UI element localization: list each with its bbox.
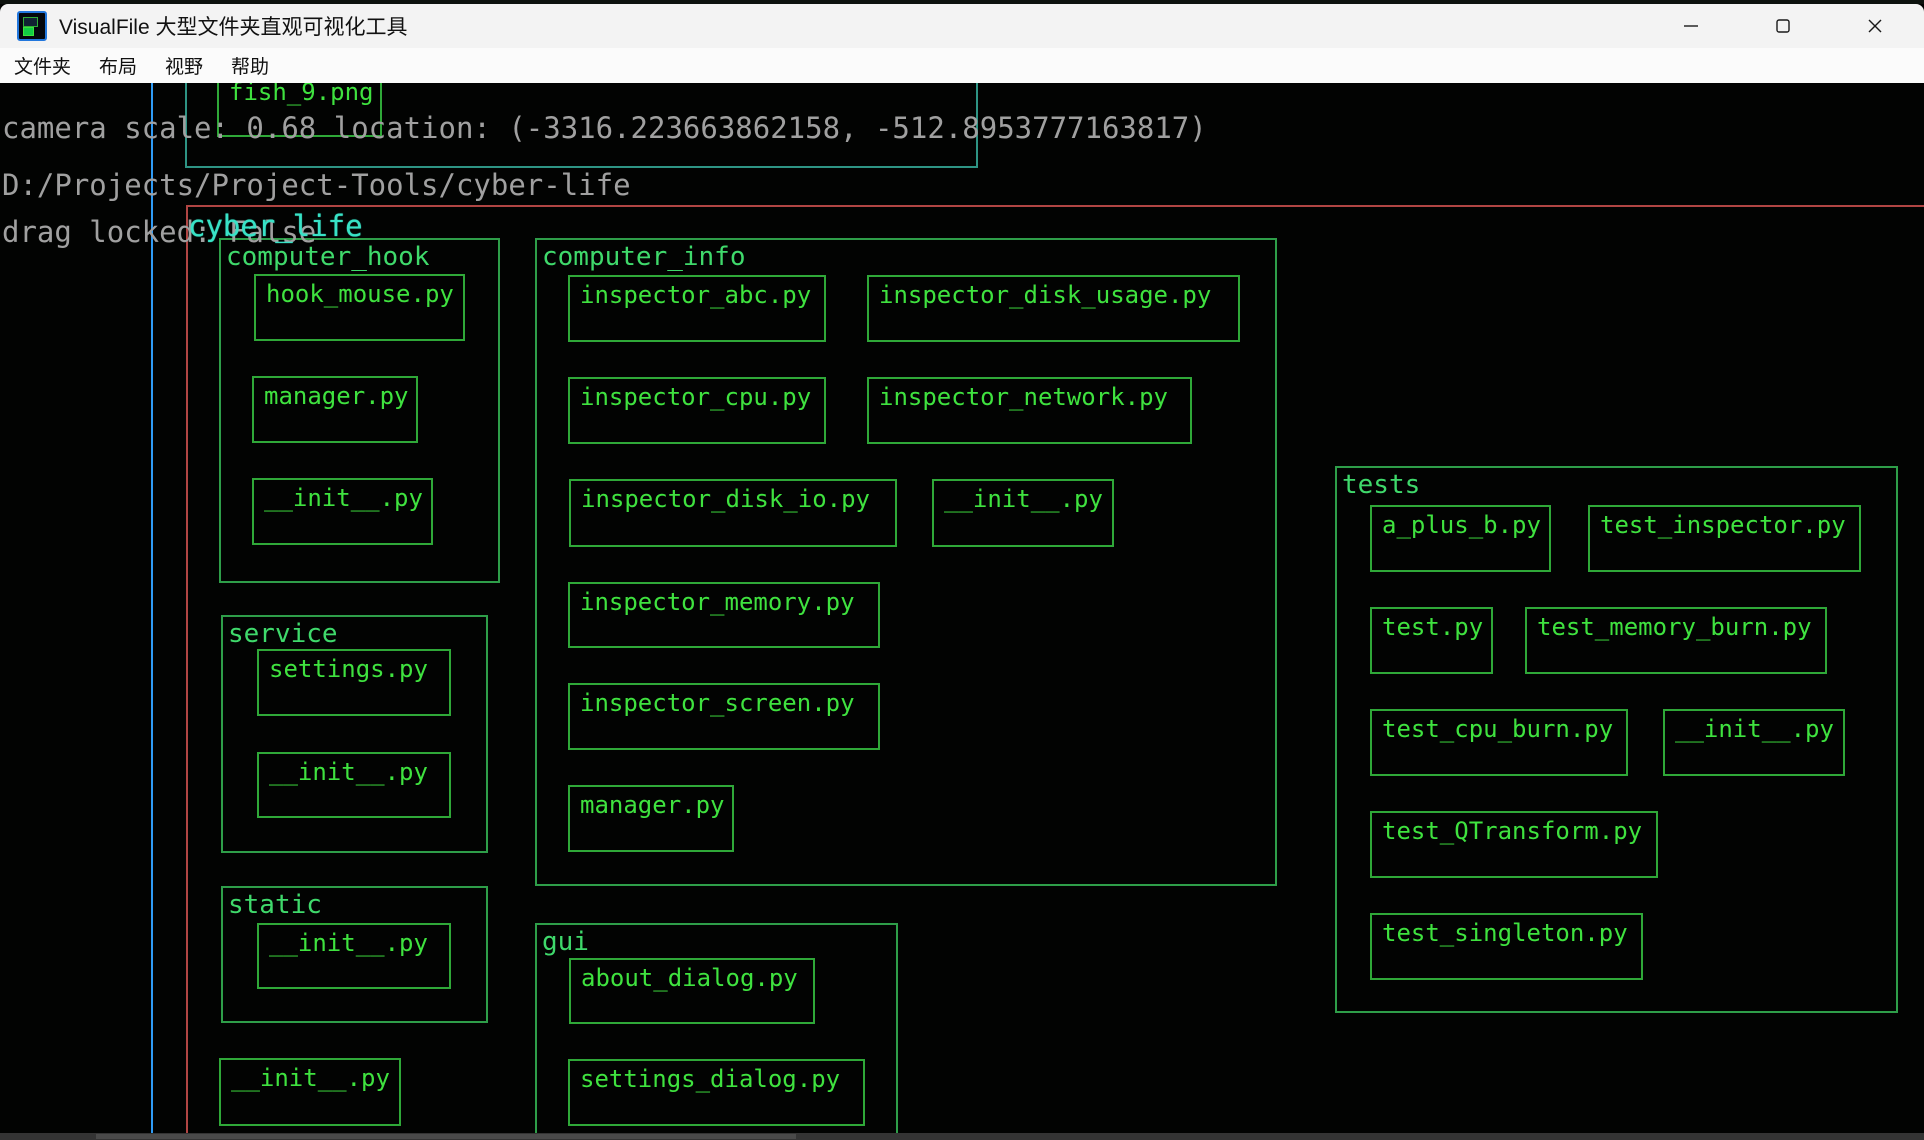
file-box[interactable]: __init__.py [252,478,433,545]
file-name: settings.py [269,655,428,683]
file-name: __init__.py [264,484,423,512]
folder-name: computer_info [542,242,746,272]
app-icon [17,11,47,41]
title-bar[interactable]: VisualFile 大型文件夹直观可视化工具 [0,4,1924,48]
file-name: inspector_screen.py [580,689,855,717]
folder-name: tests [1342,470,1421,500]
close-button[interactable] [1844,4,1906,48]
file-box[interactable]: a_plus_b.py [1370,505,1551,572]
hud-current-path: D:/Projects/Project-Tools/cyber-life [2,168,631,202]
file-box[interactable]: test_QTransform.py [1370,811,1658,878]
root-folder-name: cyber_life [188,209,363,243]
folder-name: static [228,890,322,920]
file-name: inspector_memory.py [580,588,855,616]
folder-box-gui[interactable]: gui [535,923,898,1133]
file-box[interactable]: inspector_screen.py [568,683,880,750]
folder-name: gui [542,927,589,957]
file-name: manager.py [264,382,409,410]
file-name: test_inspector.py [1600,511,1846,539]
file-name: inspector_disk_usage.py [879,281,1212,309]
file-box[interactable]: test.py [1370,607,1493,674]
folder-name: computer_hook [226,242,430,272]
minimize-icon [1684,25,1698,27]
file-name: test.py [1382,613,1484,641]
root-folder-box[interactable] [186,205,1924,1133]
file-box[interactable]: inspector_disk_io.py [569,479,897,547]
hud-camera-info: camera scale: 0.68 location: (-3316.2236… [2,111,1207,145]
menu-item-folder[interactable]: 文件夹 [14,57,72,78]
file-name: test_cpu_burn.py [1382,715,1614,743]
file-name: hook_mouse.py [266,280,454,308]
file-box[interactable]: __init__.py [257,752,451,818]
file-box[interactable]: settings.py [257,649,451,716]
folder-box-computer_hook[interactable]: computer_hook [219,238,500,583]
file-name: inspector_disk_io.py [581,485,870,513]
file-box[interactable]: test_singleton.py [1370,913,1643,980]
file-name: fish_9.png [229,83,374,106]
window-title: VisualFile 大型文件夹直观可视化工具 [59,16,408,39]
file-name: __init__.py [944,485,1103,513]
file-name: a_plus_b.py [1382,511,1541,539]
file-name: inspector_cpu.py [580,383,812,411]
minimize-button[interactable] [1660,4,1722,48]
file-name: inspector_abc.py [580,281,812,309]
file-box[interactable]: manager.py [568,785,734,852]
file-name: about_dialog.py [581,964,798,992]
file-box[interactable]: about_dialog.py [569,958,815,1024]
origin-guide-line [151,83,153,1133]
maximize-button[interactable] [1752,4,1814,48]
file-name: __init__.py [269,758,428,786]
file-name: __init__.py [269,929,428,957]
file-box[interactable]: fish_9.png [217,83,382,137]
file-box[interactable]: test_inspector.py [1588,505,1861,572]
file-box[interactable]: inspector_cpu.py [568,377,826,444]
file-box[interactable]: inspector_memory.py [568,582,880,648]
scrollbar-thumb[interactable] [96,1134,796,1139]
menu-item-layout[interactable]: 布局 [99,57,138,78]
hud-drag-status: drag locked: False [2,215,317,249]
file-name: inspector_network.py [879,383,1168,411]
file-box[interactable]: inspector_abc.py [568,275,826,342]
file-box[interactable]: manager.py [252,376,418,443]
close-icon [1868,19,1882,33]
window-controls [1660,4,1906,48]
file-name: __init__.py [231,1064,390,1092]
file-name: manager.py [580,791,725,819]
file-box[interactable]: inspector_disk_usage.py [867,275,1240,342]
file-box[interactable]: __init__.py [932,479,1114,547]
window-top-edge [0,0,1924,4]
file-name: __init__.py [1675,715,1834,743]
folder-box-service[interactable]: service [221,615,488,853]
menu-item-view[interactable]: 视野 [165,57,204,78]
file-box[interactable]: test_memory_burn.py [1525,607,1827,674]
file-name: test_singleton.py [1382,919,1628,947]
menu-item-help[interactable]: 帮助 [231,57,270,78]
folder-name: service [228,619,338,649]
file-box[interactable]: settings_dialog.py [568,1059,865,1126]
file-box[interactable]: hook_mouse.py [254,274,465,341]
menu-bar: 文件夹 布局 视野 帮助 [0,48,1924,83]
file-name: test_QTransform.py [1382,817,1643,845]
folder-box-computer_info[interactable]: computer_info [535,238,1277,886]
file-box[interactable]: __init__.py [1663,709,1845,776]
sibling-folder-box[interactable] [185,83,978,168]
file-name: settings_dialog.py [580,1065,841,1093]
maximize-icon [1776,19,1790,33]
file-name: test_memory_burn.py [1537,613,1812,641]
file-box[interactable]: __init__.py [219,1058,401,1126]
folder-box-static[interactable]: static [221,886,488,1023]
file-box[interactable]: inspector_network.py [867,377,1192,444]
file-box[interactable]: __init__.py [257,923,451,989]
folder-box-tests[interactable]: tests [1335,466,1898,1013]
file-box[interactable]: test_cpu_burn.py [1370,709,1628,776]
horizontal-scrollbar[interactable] [0,1133,1924,1140]
